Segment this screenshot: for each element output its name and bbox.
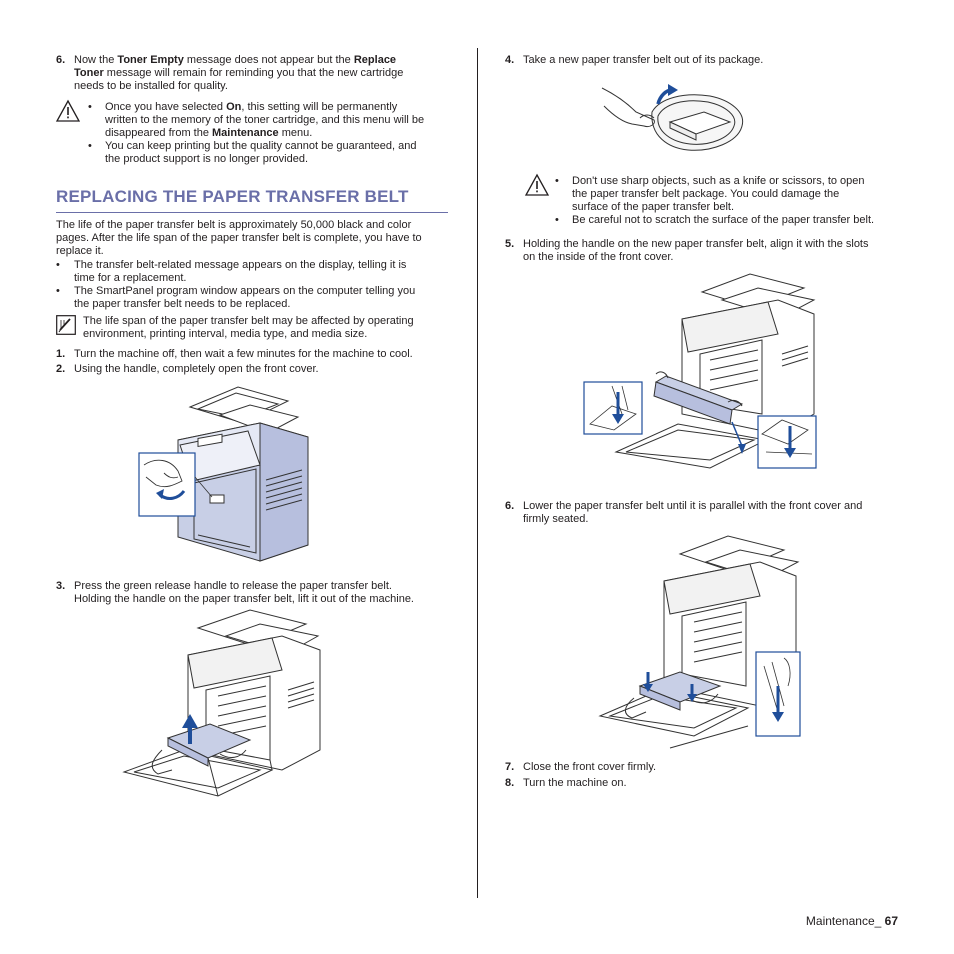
step-number: 4. xyxy=(505,54,515,66)
heading-rule xyxy=(56,212,448,213)
caution-bullet-2: You can keep printing but the quality ca… xyxy=(105,140,417,165)
printer-open-cover-illustration xyxy=(138,386,309,562)
unpack-belt-illustration xyxy=(601,84,744,151)
step-number: 1. xyxy=(56,348,66,360)
align-transfer-belt-illustration xyxy=(583,273,817,469)
column-divider xyxy=(477,48,478,898)
step-number: 6. xyxy=(505,500,515,512)
list-item: The SmartPanel program window appears on… xyxy=(74,285,416,310)
caution-bullet-1: Once you have selected On, this setting … xyxy=(105,101,425,139)
page-number: 67 xyxy=(884,914,898,928)
caution-bullet-1: Don't use sharp objects, such as a knife… xyxy=(572,175,865,213)
step-4-text: Take a new paper transfer belt out of it… xyxy=(523,54,764,66)
step-number: 7. xyxy=(505,761,515,773)
caution-icon xyxy=(55,99,81,122)
bullet: • xyxy=(88,140,92,152)
step-7-text: Close the front cover firmly. xyxy=(523,761,657,773)
step-6-lower-text: Lower the paper transfer belt until it i… xyxy=(523,500,863,525)
bullet: • xyxy=(555,214,559,226)
step-number: 6. xyxy=(56,54,66,66)
footer-section: Maintenance_ xyxy=(805,914,885,928)
step-2-text: Using the handle, completely open the fr… xyxy=(74,363,319,375)
step-3-text: Press the green release handle to releas… xyxy=(74,580,414,605)
caution-bullet-2: Be careful not to scratch the surface of… xyxy=(572,214,875,226)
list-item: The transfer belt-related message appear… xyxy=(74,259,407,284)
bullet: • xyxy=(56,259,60,271)
remove-transfer-belt-illustration xyxy=(122,609,321,797)
intro-paragraph: The life of the paper transfer belt is a… xyxy=(56,219,422,257)
step-5-text: Holding the handle on the new paper tran… xyxy=(523,238,869,263)
page-footer: Maintenance_ 67 xyxy=(806,915,898,928)
bullet: • xyxy=(88,101,92,113)
step-number: 2. xyxy=(56,363,66,375)
step-6-text: Now the Toner Empty message does not app… xyxy=(74,54,404,92)
step-number: 3. xyxy=(56,580,66,592)
step-1-text: Turn the machine off, then wait a few mi… xyxy=(74,348,413,360)
lower-transfer-belt-illustration xyxy=(598,535,801,749)
step-number: 5. xyxy=(505,238,515,250)
section-heading: REPLACING THE PAPER TRANSFER BELT xyxy=(56,187,409,206)
note-text: The life span of the paper transfer belt… xyxy=(83,315,414,340)
step-8-text: Turn the machine on. xyxy=(523,777,627,789)
bullet: • xyxy=(56,285,60,297)
bullet: • xyxy=(555,175,559,187)
note-icon xyxy=(56,315,76,335)
step-number: 8. xyxy=(505,777,515,789)
caution-icon xyxy=(524,173,550,196)
